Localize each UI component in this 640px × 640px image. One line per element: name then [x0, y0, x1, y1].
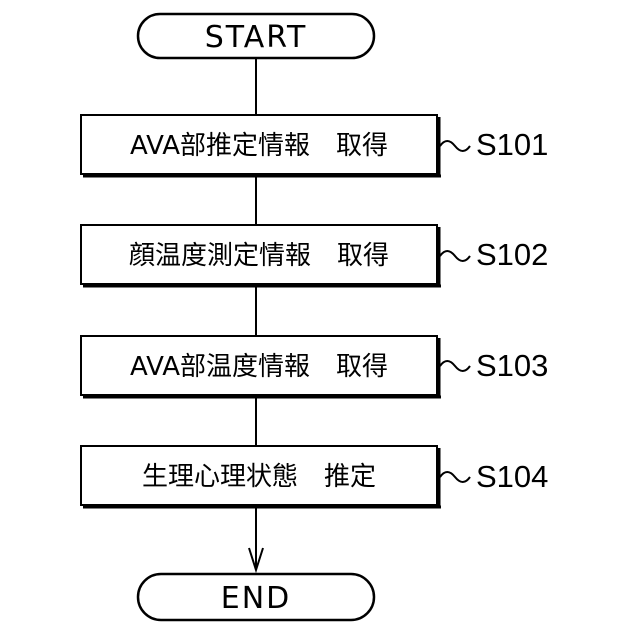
start-terminal: START: [138, 14, 374, 58]
end-terminal: END: [138, 574, 374, 620]
end-label: END: [221, 581, 292, 616]
leader-tilde: [440, 472, 470, 482]
step-id-label: S101: [476, 127, 548, 162]
start-label: START: [205, 20, 308, 55]
step-id-label: S104: [476, 459, 548, 494]
process-step-label: AVA部温度情報 取得: [130, 352, 388, 382]
step-id-label: S102: [476, 237, 548, 272]
process-step-label: AVA部推定情報 取得: [130, 131, 388, 161]
leader-tilde: [440, 361, 470, 371]
process-step-s103: AVA部温度情報 取得 S103: [81, 336, 548, 397]
process-step-s101: AVA部推定情報 取得 S101: [81, 115, 548, 176]
leader-tilde: [440, 141, 470, 151]
step-id-label: S103: [476, 348, 548, 383]
leader-tilde: [440, 251, 470, 261]
process-step-s104: 生理心理状態 推定 S104: [81, 446, 548, 507]
process-step-label: 生理心理状態 推定: [142, 462, 376, 492]
process-step-label: 顔温度測定情報 取得: [129, 241, 389, 271]
process-step-s102: 顔温度測定情報 取得 S102: [81, 225, 548, 286]
